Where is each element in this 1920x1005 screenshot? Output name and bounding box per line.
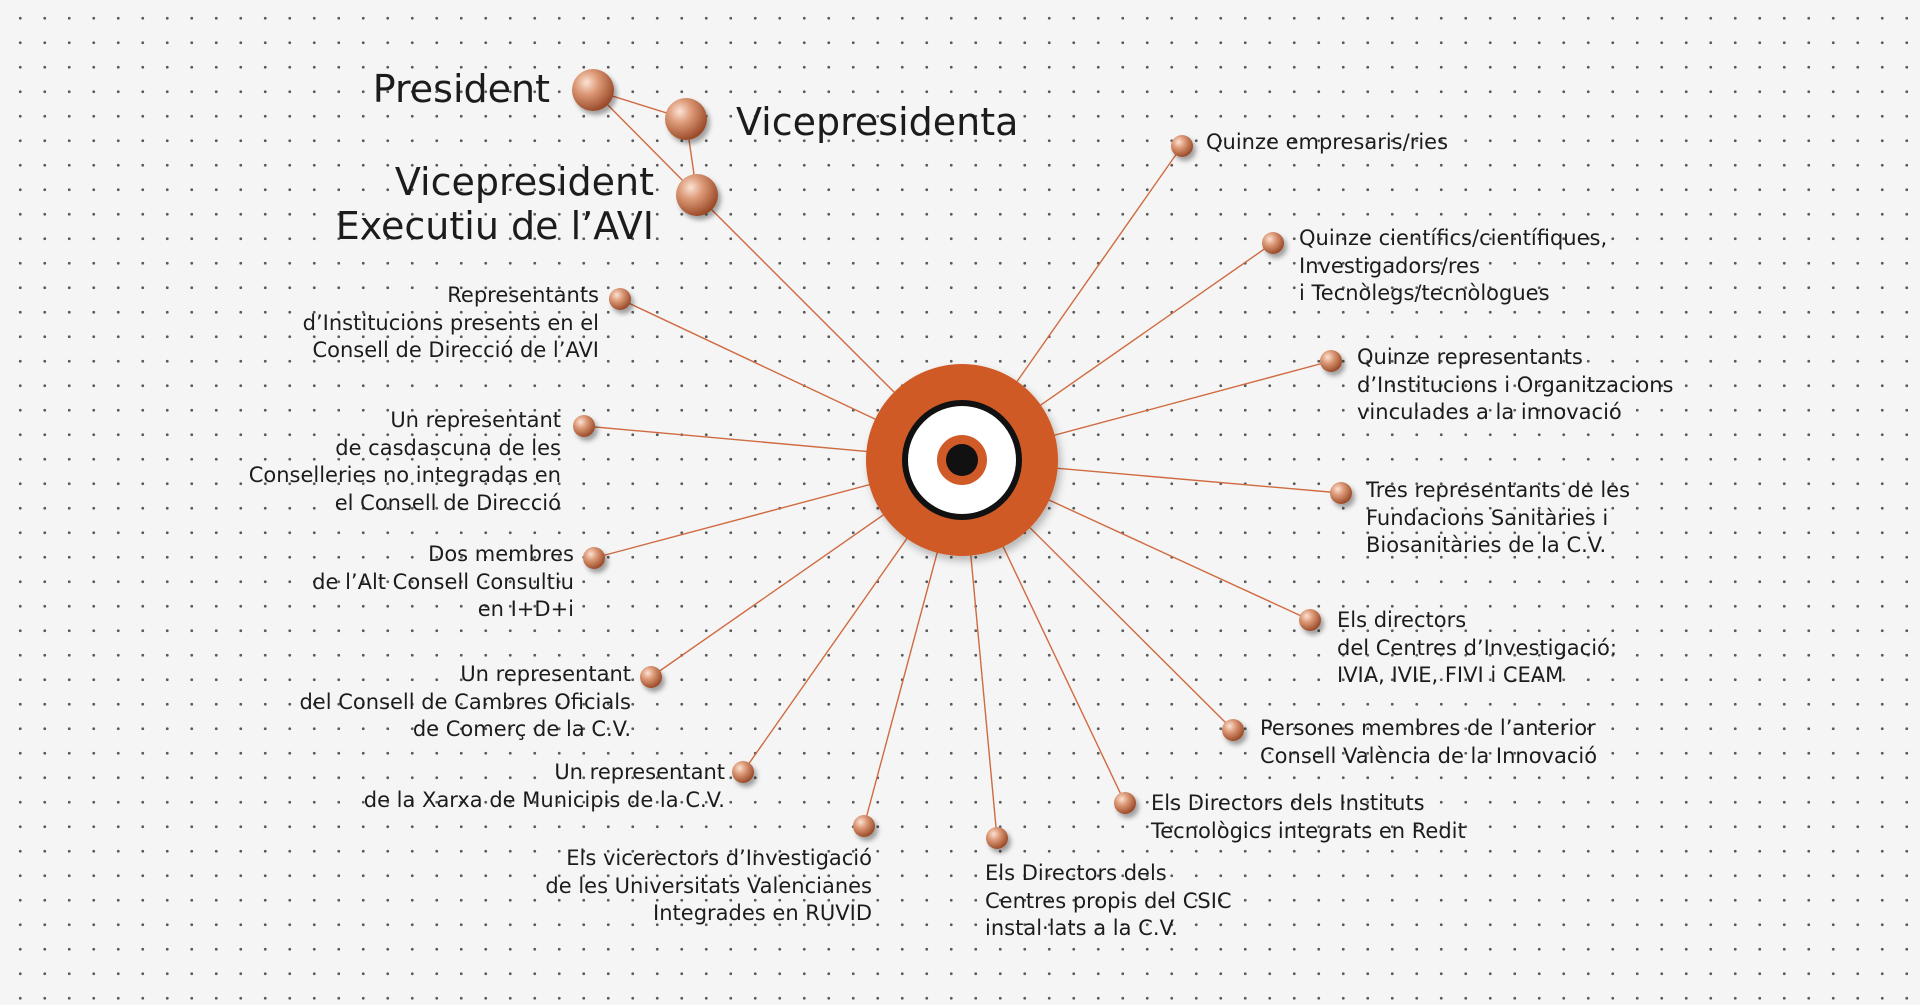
node-directors-instituts bbox=[1114, 792, 1136, 814]
label-directors-instituts: Els Directors dels Instituts Tecnològics… bbox=[1151, 791, 1466, 843]
hub-core bbox=[946, 444, 978, 476]
node-representant-xarxa-municipis bbox=[732, 761, 754, 783]
label-representant-cambres: Un representant del Consell de Cambres O… bbox=[299, 662, 631, 741]
label-vicerectors: Els vicerectors d’Investigació de les Un… bbox=[545, 846, 872, 925]
node-empresaris bbox=[1171, 135, 1193, 157]
central-hub bbox=[866, 364, 1058, 556]
node-vicepresident-executiu bbox=[676, 174, 718, 216]
label-membres-alt-consell: Dos membres de l’Alt Consell Consultiu e… bbox=[312, 542, 574, 621]
label-empresaris: Quinze empresaris/ries bbox=[1206, 130, 1449, 154]
node-cientifics bbox=[1262, 232, 1284, 254]
line-president-vicepresident-executiu bbox=[592, 89, 698, 196]
label-cientifics: Quinze científics/científiques, Investig… bbox=[1299, 226, 1608, 305]
node-representants-institucions bbox=[609, 288, 631, 310]
label-representant-xarxa-municipis: Un representant de la Xarxa de Municipis… bbox=[363, 760, 725, 812]
label-fundacions-sanitaries: Tres representants de les Fundacions San… bbox=[1366, 478, 1631, 557]
label-directors-centres: Els directors del Centres d’Investigació… bbox=[1337, 608, 1617, 687]
node-anterior-consell bbox=[1222, 719, 1244, 741]
label-president: President bbox=[372, 67, 550, 111]
node-representant-conselleries bbox=[573, 415, 595, 437]
node-vicepresidenta bbox=[665, 98, 707, 140]
label-anterior-consell: Persones membres de l’anterior Consell V… bbox=[1260, 716, 1598, 768]
node-fundacions-sanitaries bbox=[1330, 482, 1352, 504]
label-directors-csic: Els Directors dels Centres propis del CS… bbox=[985, 861, 1232, 940]
label-representant-conselleries: Un representant de casdascuna de les Con… bbox=[248, 408, 561, 515]
node-directors-centres bbox=[1299, 609, 1321, 631]
node-vicerectors bbox=[853, 815, 875, 837]
node-president bbox=[572, 69, 614, 111]
node-representant-cambres bbox=[640, 666, 662, 688]
label-representants-institucions: Representants d’Institucions presents en… bbox=[302, 283, 599, 362]
label-representants-organitzacions: Quinze representants d’Institucions i Or… bbox=[1357, 345, 1674, 424]
label-vicepresidenta: Vicepresidenta bbox=[736, 100, 1019, 144]
node-representants-organitzacions bbox=[1320, 350, 1342, 372]
nodes bbox=[572, 69, 1352, 849]
node-membres-alt-consell bbox=[583, 547, 605, 569]
label-vicepresident-executiu: Vicepresident Executiu de l’AVI bbox=[335, 160, 654, 248]
node-directors-csic bbox=[986, 827, 1008, 849]
